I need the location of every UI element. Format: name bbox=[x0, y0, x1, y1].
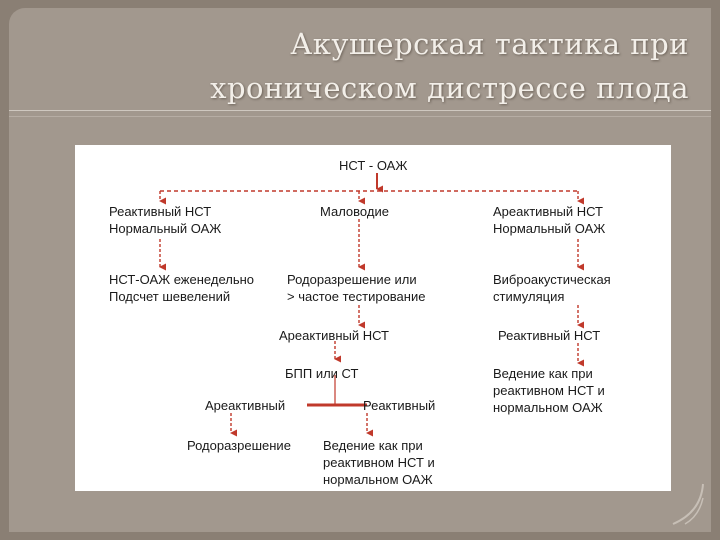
right-top-line-1: Ареактивный НСТ bbox=[493, 204, 603, 219]
flowchart-panel: НСТ - ОАЖ Реактивный НСТ Нормальный ОАЖ … bbox=[75, 145, 671, 491]
left-mid-node: НСТ-ОАЖ еженедельно Подсчет шевелений bbox=[109, 271, 254, 305]
right-mid-node: Виброакустическая стимуляция bbox=[493, 271, 611, 305]
title-line-2: хроническом дистрессе плода bbox=[210, 71, 689, 105]
center-mgmt-line-3: нормальном ОАЖ bbox=[323, 472, 433, 487]
center-mgmt-line-2: реактивном НСТ и bbox=[323, 455, 435, 470]
right-top-node: Ареактивный НСТ Нормальный ОАЖ bbox=[493, 203, 605, 237]
left-top-line-1: Реактивный НСТ bbox=[109, 204, 212, 219]
center-mgmt-line-1: Ведение как при bbox=[323, 438, 423, 453]
right-top-line-2: Нормальный ОАЖ bbox=[493, 221, 606, 236]
right-mgmt-line-1: Ведение как при bbox=[493, 366, 593, 381]
flowchart-connectors bbox=[159, 173, 584, 437]
right-mgmt-line-2: реактивном НСТ и bbox=[493, 383, 605, 398]
center-mid-line-1: Родоразрешение или bbox=[287, 272, 417, 287]
center-areactive-node: Ареактивный НСТ bbox=[279, 328, 389, 343]
right-mid-line-2: стимуляция bbox=[493, 289, 565, 304]
title-line-1: Акушерская тактика при bbox=[290, 27, 689, 61]
right-mgmt-line-3: нормальном ОАЖ bbox=[493, 400, 603, 415]
root-node: НСТ - ОАЖ bbox=[339, 158, 408, 173]
right-reactive-node: Реактивный НСТ bbox=[498, 328, 601, 343]
slide: Акушерская тактика при хроническом дистр… bbox=[9, 8, 711, 532]
center-top-node: Маловодие bbox=[320, 204, 389, 219]
bpp-node: БПП или СТ bbox=[285, 366, 359, 381]
slide-title: Акушерская тактика при хроническом дистр… bbox=[33, 22, 689, 110]
center-mid-line-2: > частое тестирование bbox=[287, 289, 426, 304]
corner-ornament-icon bbox=[672, 483, 704, 525]
left-top-node: Реактивный НСТ Нормальный ОАЖ bbox=[109, 203, 221, 237]
right-mgmt-node: Ведение как при реактивном НСТ и нормаль… bbox=[493, 365, 605, 416]
title-rule bbox=[9, 110, 711, 111]
branch-reactive-label: Реактивный bbox=[363, 398, 436, 413]
left-top-line-2: Нормальный ОАЖ bbox=[109, 221, 222, 236]
center-mgmt-node: Ведение как при реактивном НСТ и нормаль… bbox=[323, 437, 435, 488]
title-rule-secondary bbox=[9, 116, 711, 117]
left-mid-line-2: Подсчет шевелений bbox=[109, 289, 231, 304]
delivery-node: Родоразрешение bbox=[187, 438, 291, 453]
right-mid-line-1: Виброакустическая bbox=[493, 272, 611, 287]
left-mid-line-1: НСТ-ОАЖ еженедельно bbox=[109, 272, 255, 287]
center-mid-node: Родоразрешение или > частое тестирование bbox=[287, 271, 425, 305]
branch-areactive-label: Ареактивный bbox=[205, 398, 286, 413]
